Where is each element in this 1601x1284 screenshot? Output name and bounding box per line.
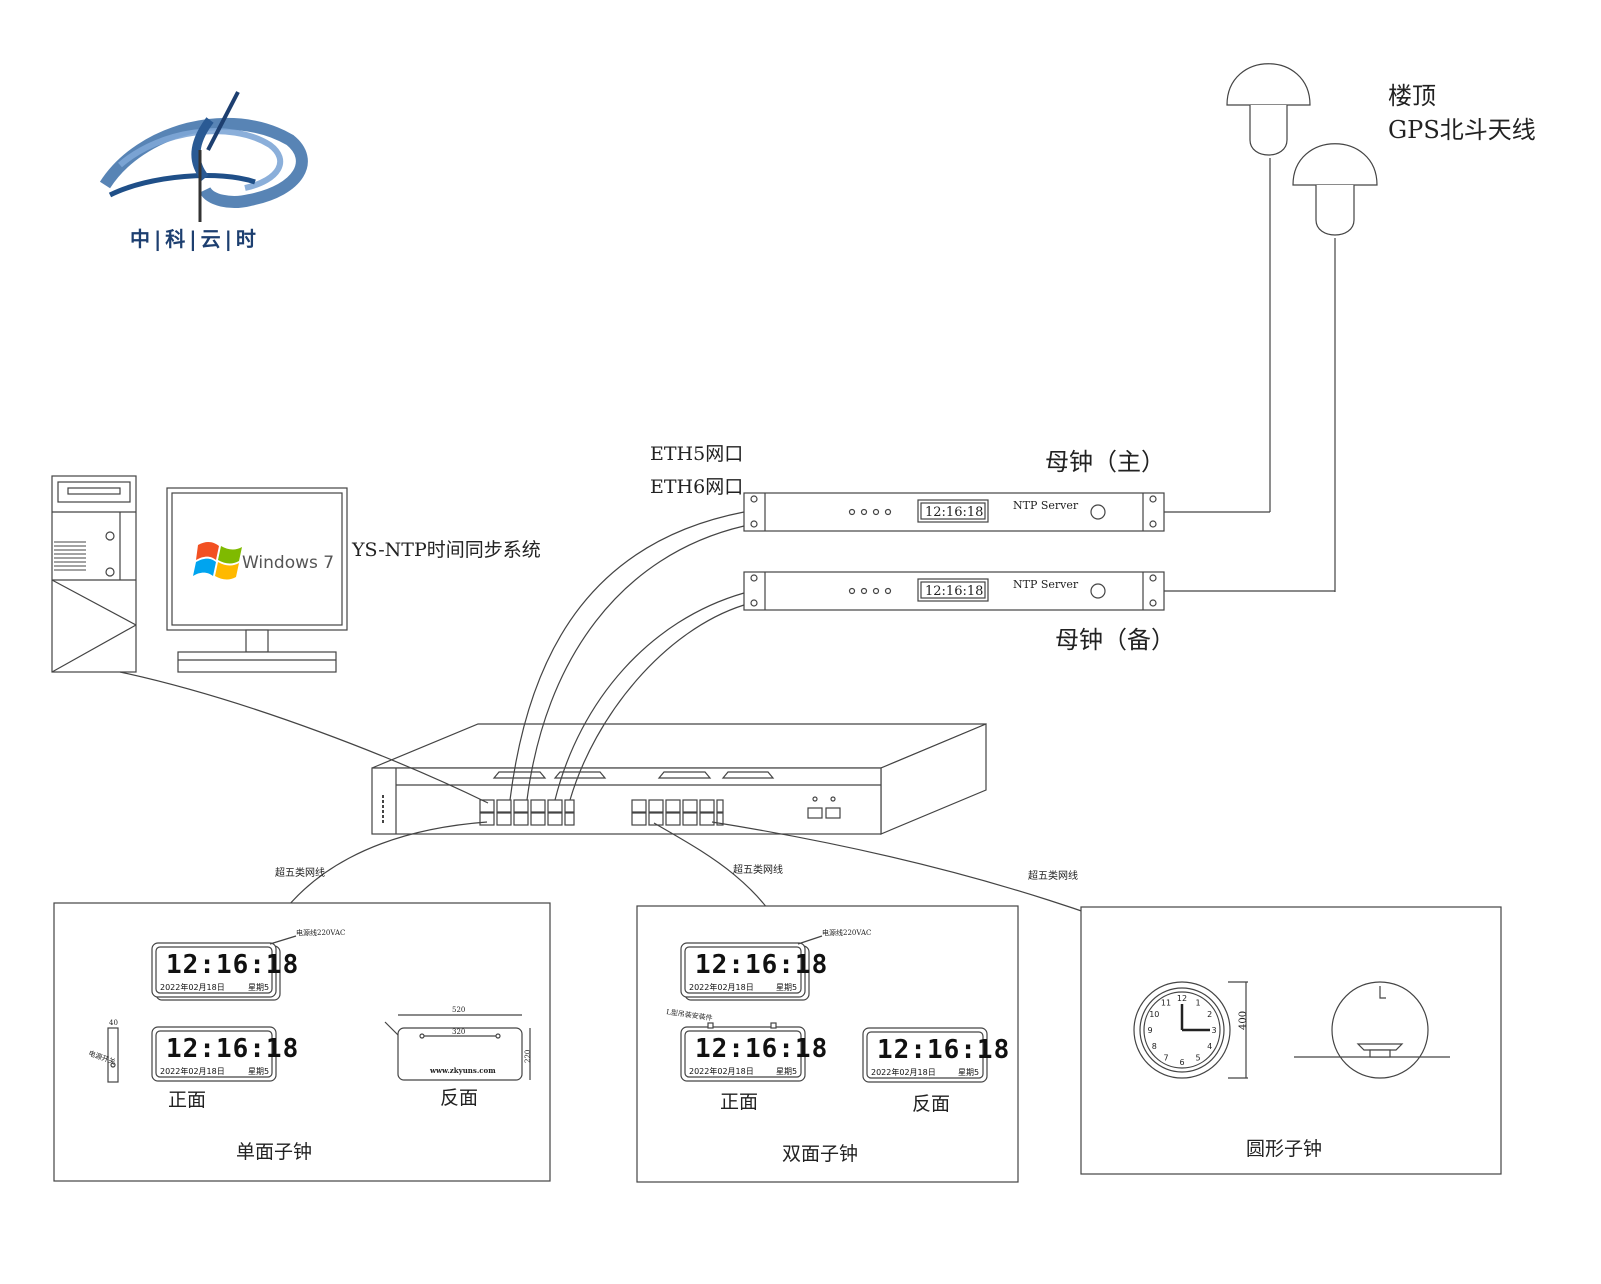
- master-backup-label: 母钟（备）: [1055, 626, 1175, 654]
- switch-port-group-right: [631, 799, 724, 826]
- double-clock-front-time: 12:16:18: [695, 1034, 828, 1064]
- system-label: YS-NTP时间同步系统: [351, 539, 541, 561]
- round-clock-side: [1294, 981, 1450, 1079]
- double-clock-top-time: 12:16:18: [695, 950, 828, 980]
- double-clock-title: 双面子钟: [782, 1143, 858, 1165]
- double-clock-front-date: 2022年02月18日: [689, 1066, 754, 1076]
- master-backup-time: 12:16:18: [925, 584, 983, 599]
- round-clock-title: 圆形子钟: [1246, 1138, 1322, 1160]
- clock-numeral: 12: [1177, 994, 1187, 1003]
- round-clock-dim: 400: [1238, 1011, 1249, 1030]
- clock-numeral: 1: [1195, 998, 1200, 1007]
- master-clock-backup: 12:16:18 NTP Server: [743, 571, 1335, 611]
- single-clock-top-weekday: 星期5: [248, 983, 269, 992]
- double-clock-power-note: 电源线220VAC: [822, 928, 871, 937]
- single-clock-website: www.zkyuns.com: [429, 1066, 496, 1075]
- clock-numeral: 5: [1195, 1054, 1200, 1063]
- master-main-time: 12:16:18: [925, 505, 983, 520]
- switch-port-group-left: [479, 799, 575, 826]
- double-clock-front-label: 正面: [720, 1091, 758, 1113]
- network-switch: [371, 723, 987, 835]
- cable-label-single: 超五类网线: [275, 866, 325, 879]
- company-logo: 中|科|云|时: [99, 91, 308, 251]
- clock-numeral: 8: [1152, 1042, 1157, 1051]
- master-main-model: NTP Server: [1013, 499, 1079, 512]
- antenna-2: [1292, 143, 1378, 592]
- single-clock-front-time: 12:16:18: [166, 1034, 299, 1064]
- clock-numeral: 9: [1147, 1026, 1152, 1035]
- double-clock-back-time: 12:16:18: [877, 1035, 1010, 1065]
- eth5-port-label: ETH5网口: [650, 443, 743, 465]
- single-clock-dim-inner: 320: [452, 1028, 465, 1036]
- clock-numeral: 11: [1161, 998, 1171, 1007]
- single-clock-back-label: 反面: [440, 1087, 478, 1109]
- logo-text: 中|科|云|时: [130, 227, 260, 251]
- double-clock-top-date: 2022年02月18日: [689, 982, 754, 992]
- monitor: Windows 7: [166, 487, 348, 673]
- single-clock-power-note: 电源线220VAC: [296, 928, 345, 937]
- master-main-label: 母钟（主）: [1045, 448, 1165, 476]
- double-clock-back-label: 反面: [912, 1093, 950, 1115]
- single-clock-dim-width: 520: [452, 1006, 465, 1014]
- eth6-port-label: ETH6网口: [650, 476, 743, 498]
- master-backup-model: NTP Server: [1013, 578, 1079, 591]
- double-clock-back-date: 2022年02月18日: [871, 1067, 936, 1077]
- antenna-1: [1226, 63, 1311, 512]
- clock-numeral: 4: [1207, 1042, 1212, 1051]
- single-clock-front-date: 2022年02月18日: [160, 1066, 225, 1076]
- clock-numeral: 7: [1163, 1054, 1168, 1063]
- clock-numeral: 2: [1207, 1010, 1212, 1019]
- antenna-label-line2: GPS北斗天线: [1388, 116, 1536, 144]
- os-logo-text: Windows 7: [242, 553, 334, 573]
- double-clock-back-weekday: 星期5: [958, 1068, 979, 1077]
- single-clock-top-time: 12:16:18: [166, 950, 299, 980]
- single-clock-top-date: 2022年02月18日: [160, 982, 225, 992]
- single-clock-title: 单面子钟: [236, 1141, 312, 1163]
- single-clock-front-label: 正面: [168, 1089, 206, 1111]
- pc-tower: [51, 475, 137, 673]
- double-clock-panel: 12:16:18 2022年02月18日 星期5 电源线220VAC 12:16…: [636, 905, 1019, 1183]
- single-clock-dim-depth: 40: [109, 1019, 118, 1027]
- cable-label-round: 超五类网线: [1028, 869, 1078, 882]
- master-clock-main: 12:16:18 NTP Server: [743, 492, 1270, 532]
- clock-numeral: 3: [1211, 1026, 1216, 1035]
- clock-numeral: 10: [1149, 1010, 1159, 1019]
- clock-numeral: 6: [1179, 1058, 1184, 1067]
- windows-logo-icon: [193, 542, 242, 580]
- single-clock-front-weekday: 星期5: [248, 1067, 269, 1076]
- single-clock-panel: 12:16:18 2022年02月18日 星期5 电源线220VAC 12:16…: [53, 902, 551, 1182]
- single-clock-dim-height: 220: [524, 1050, 532, 1063]
- double-clock-top-weekday: 星期5: [776, 983, 797, 992]
- antenna-label-line1: 楼顶: [1388, 82, 1436, 110]
- double-clock-front-weekday: 星期5: [776, 1067, 797, 1076]
- cable-label-double: 超五类网线: [733, 863, 783, 876]
